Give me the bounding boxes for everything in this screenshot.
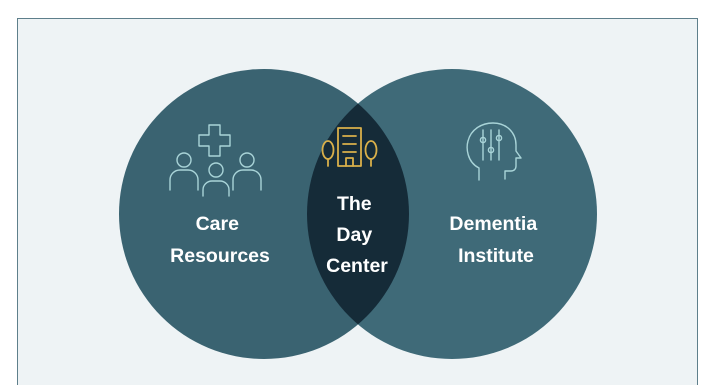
day-center-line3: Center [326,255,388,277]
care-resources-line1: Care [196,213,240,235]
day-center-line1: The [337,193,372,215]
dementia-institute-label: Dementia Institute [449,213,542,267]
head-with-sliders-icon [466,122,522,181]
care-resources-line2: Resources [170,245,270,267]
day-center-label: The Day Center [326,193,388,277]
people-medical-cross-icon [169,124,262,197]
center-overlap-day-center [307,69,409,359]
dementia-institute-line2: Institute [458,245,534,267]
day-center-line2: Day [336,224,372,246]
care-resources-label: Care Resources [170,213,270,267]
dementia-institute-line1: Dementia [449,213,537,235]
building-with-trees-icon [321,127,378,167]
